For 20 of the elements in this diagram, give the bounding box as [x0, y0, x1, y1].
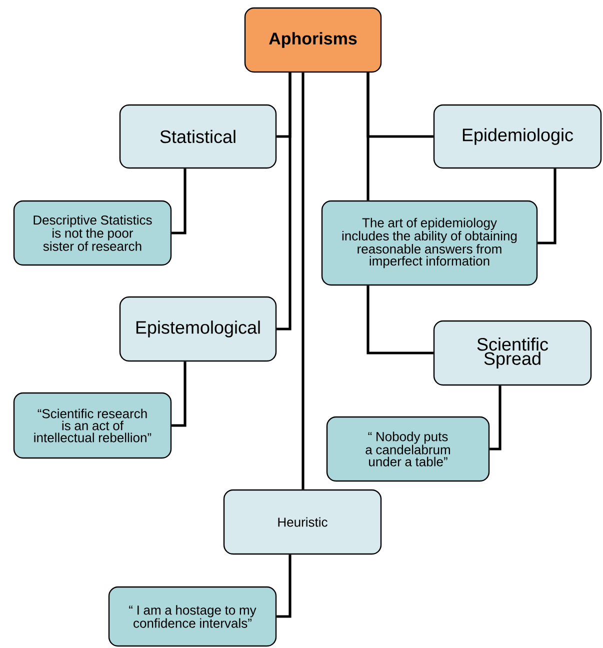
connector — [538, 168, 556, 244]
quote-box: “ Nobody puts a candelabrum under a table” — [326, 416, 490, 482]
category-box: Scientific Spread — [433, 320, 592, 386]
connector — [302, 72, 304, 490]
connector — [366, 72, 370, 200]
category-box: Epidemiologic — [433, 104, 602, 169]
category-box: Statistical — [119, 104, 277, 169]
connector — [276, 72, 292, 330]
connector — [172, 362, 186, 427]
quote-box: “Scientific research is an act of intellectual rebellion” — [13, 392, 172, 459]
connector — [172, 168, 186, 234]
category-box: Epistemological — [119, 296, 277, 362]
quote-box: “ I am a hostage to my confidence intervals” — [108, 586, 277, 647]
quote-box: The art of epidemiology includes the ability of obtaining reasonable answers from imperfect information — [321, 200, 538, 286]
quote-box: Descriptive Statistics is not the poor sister of research — [13, 200, 172, 266]
connector — [490, 386, 502, 450]
connector — [276, 554, 292, 618]
connector — [366, 286, 434, 354]
category-box: Heuristic — [223, 489, 382, 555]
title-box: Aphorisms — [244, 7, 382, 73]
